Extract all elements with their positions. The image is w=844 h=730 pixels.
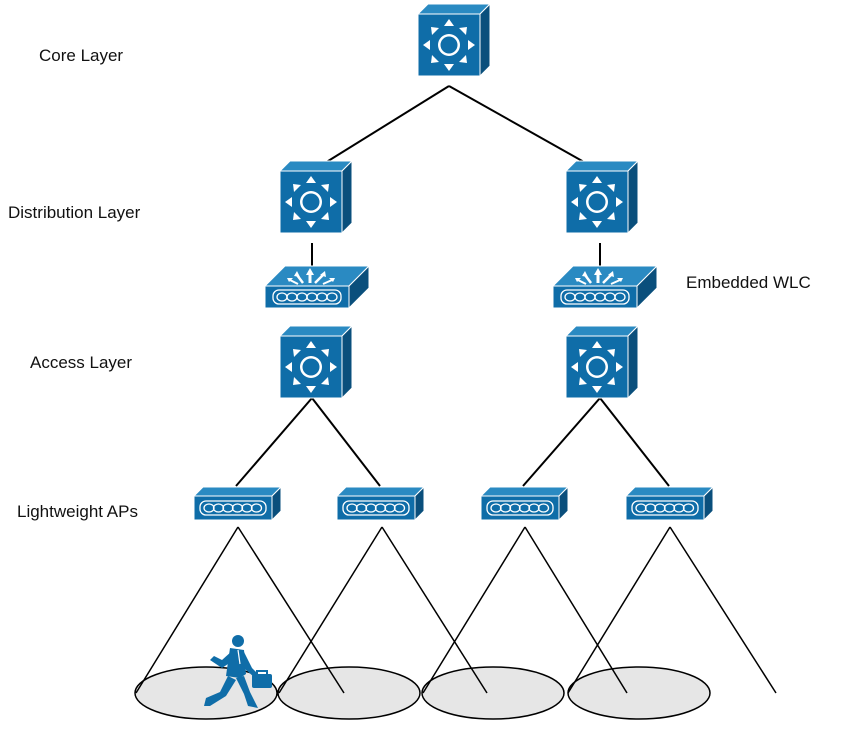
embedded-wlc-label: Embedded WLC — [686, 273, 811, 292]
embedded-wlc-left-icon — [263, 264, 371, 310]
access-point-4-icon — [625, 486, 714, 521]
access-point-1-icon — [193, 486, 282, 521]
coverage-area-2 — [277, 666, 421, 720]
access-switch-left-icon — [279, 325, 353, 399]
link-access-ap2 — [311, 397, 381, 487]
distribution-switch-right-icon — [565, 160, 639, 234]
access-layer-label: Access Layer — [30, 353, 133, 372]
link-access-ap4 — [599, 397, 670, 487]
link-access-ap1 — [235, 397, 313, 487]
coverage-area-4 — [567, 666, 711, 720]
distribution-switch-left-icon — [279, 160, 353, 234]
lightweight-aps-label: Lightweight APs — [17, 502, 138, 521]
access-point-2-icon — [336, 486, 425, 521]
access-switch-right-icon — [565, 325, 639, 399]
link-core-dist-left — [311, 85, 450, 172]
coverage-areas — [134, 666, 711, 720]
distribution-layer-label: Distribution Layer — [8, 203, 141, 222]
link-core-dist-right — [448, 85, 601, 172]
core-switch-icon — [417, 3, 491, 77]
link-access-ap3 — [522, 397, 601, 487]
embedded-wlc-right-icon — [551, 264, 659, 310]
coverage-cones — [135, 526, 777, 694]
core-layer-label: Core Layer — [39, 46, 124, 65]
coverage-area-3 — [421, 666, 565, 720]
access-point-3-icon — [480, 486, 569, 521]
